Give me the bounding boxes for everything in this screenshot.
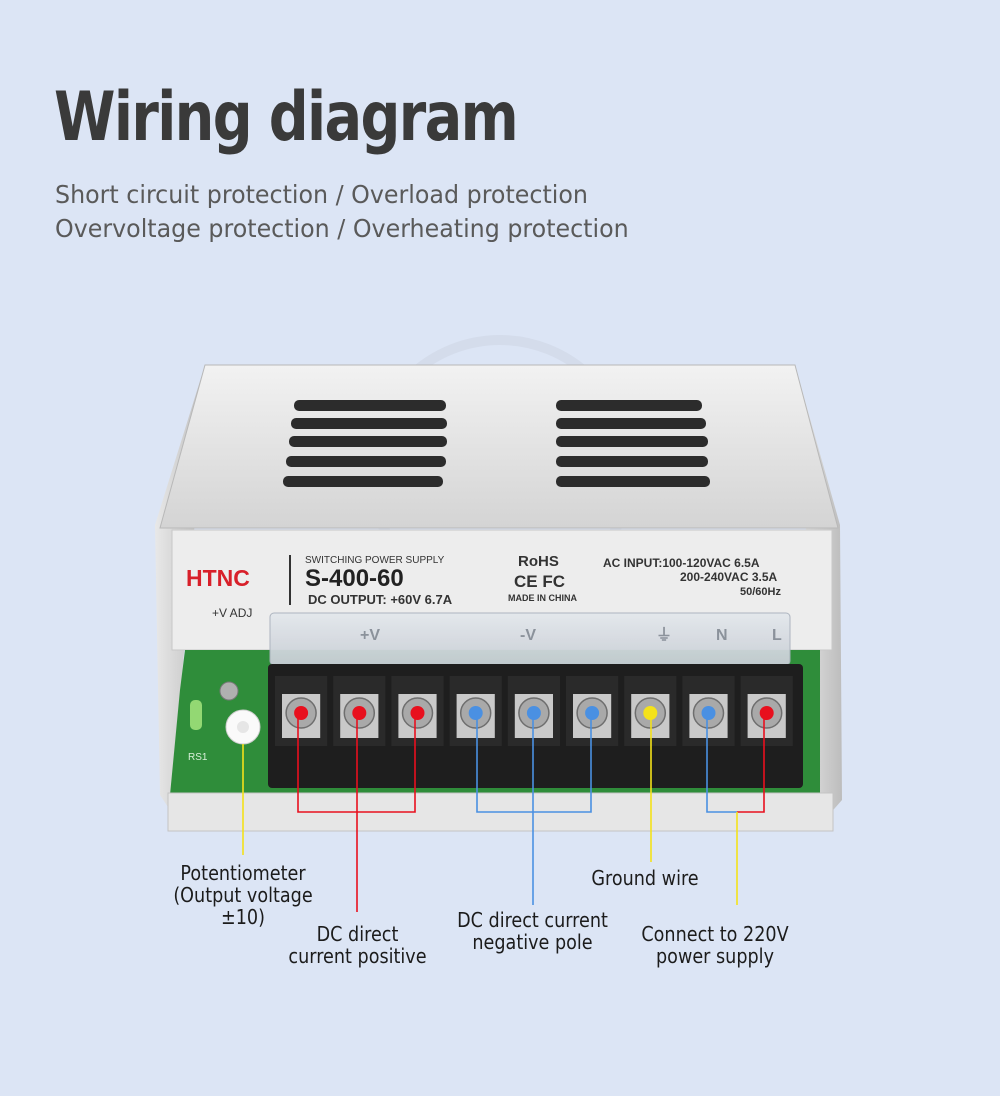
terminal-marker-dot (410, 706, 425, 720)
dc-output-label: DC OUTPUT: +60V 6.7A (308, 592, 453, 607)
ground-wire-label-line: Ground wire (591, 866, 699, 890)
adj-label: +V ADJ (212, 606, 252, 620)
dc-positive-label-line-1: DC direct (316, 922, 399, 946)
wiring-lines (242, 716, 765, 912)
terminal-marker-dot (294, 706, 309, 720)
strip-label-positive: +V (360, 627, 380, 644)
brand-label: HTNC (186, 565, 250, 591)
terminal-marker-dot (643, 706, 658, 720)
ac-input-line-3: 50/60Hz (740, 586, 781, 598)
terminal-marker-dot (701, 706, 716, 720)
rohs-label: RoHS (518, 553, 559, 570)
terminal-marker-dot (585, 706, 600, 720)
vent-slots-left (283, 400, 447, 487)
model-label: S-400-60 (305, 565, 404, 592)
strip-label-negative: -V (520, 627, 536, 644)
device-type-label: SWITCHING POWER SUPPLY (305, 555, 445, 566)
ac-supply-label: Connect to 220V power supply (631, 923, 798, 967)
potentiometer-label-line-1: Potentiometer (180, 861, 306, 885)
ac-input-line-1: AC INPUT:100-120VAC 6.5A (603, 556, 760, 570)
trim-screw (219, 681, 239, 701)
dc-positive-label: DC direct current positive (281, 923, 435, 967)
terminal-marker-dot (759, 706, 774, 720)
certification-marks: CE FC (514, 572, 565, 591)
ac-supply-label-line-1: Connect to 220V (641, 922, 789, 946)
potentiometer-label-line-2: (Output voltage ±10) (173, 883, 313, 929)
made-in-label: MADE IN CHINA (508, 593, 577, 603)
dc-positive-label-line-2: current positive (288, 944, 427, 968)
ground-wire-label: Ground wire (583, 867, 706, 889)
indicator-led (190, 700, 202, 730)
pcb-marking: RS1 (188, 752, 208, 763)
page-title: Wiring diagram (54, 78, 519, 157)
dc-negative-label-line-1: DC direct current (457, 908, 608, 932)
strip-label-neutral: N (716, 627, 728, 644)
wire-dc-negative-bracket (476, 716, 592, 813)
case-top (159, 364, 839, 529)
terminal-marker-dot (468, 706, 483, 720)
ac-supply-label-line-2: power supply (656, 944, 774, 968)
strip-label-ground: ⏚ (656, 626, 672, 644)
terminal-marker-dot (352, 706, 367, 720)
dc-negative-label: DC direct current negative pole (451, 909, 614, 953)
potentiometer-label: Potentiometer (Output voltage ±10) (151, 862, 336, 928)
terminal-marker-dot (526, 706, 541, 720)
wire-ac-line (737, 716, 765, 813)
subtitle-line-2: Overvoltage protection / Overheating pro… (55, 214, 629, 243)
ac-input-line-2: 200-240VAC 3.5A (680, 570, 778, 584)
vent-slots-right (556, 400, 710, 487)
dc-negative-label-line-2: negative pole (472, 930, 593, 954)
potentiometer-screw (237, 721, 249, 733)
wire-ac-neutral (706, 716, 737, 813)
strip-label-line: L (772, 627, 782, 644)
subtitle-line-1: Short circuit protection / Overload prot… (55, 180, 588, 209)
terminal-cells (275, 676, 793, 746)
